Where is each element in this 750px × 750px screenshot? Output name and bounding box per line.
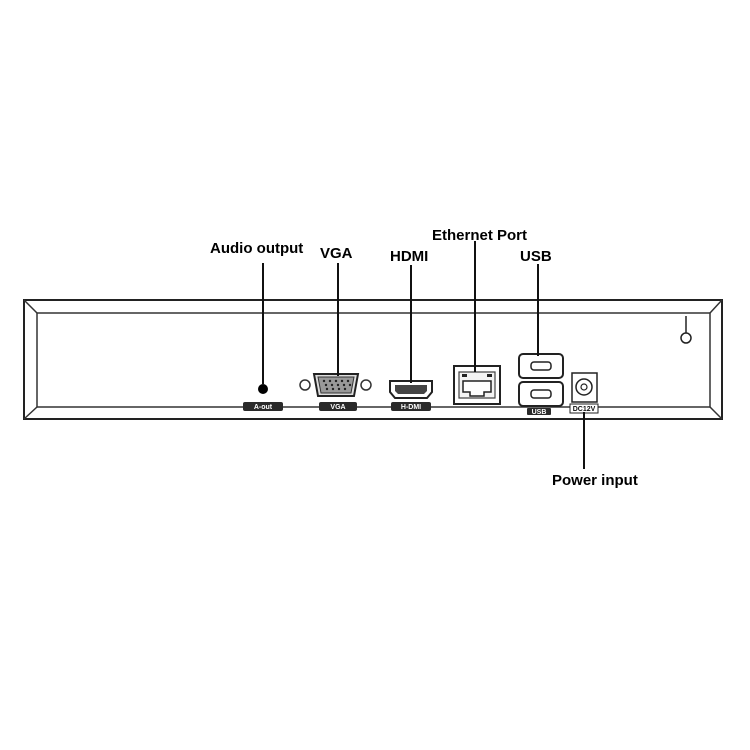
callout-hdmi: HDMI — [390, 248, 428, 265]
device-body — [23, 299, 723, 420]
hdmi-port: H-DMI — [389, 380, 433, 411]
ethernet-port — [453, 365, 501, 405]
usb-ports: USB — [518, 353, 564, 416]
callout-vga: VGA — [320, 245, 353, 262]
dc-power-port: DC12V — [569, 372, 599, 414]
hdmi-panel-label: H-DMI — [401, 404, 421, 411]
usb-panel-label: USB — [532, 409, 547, 416]
audio-out-port: A-out — [243, 384, 283, 411]
callout-usb: USB — [520, 248, 552, 265]
callout-power-input: Power input — [552, 472, 638, 489]
vga-port: VGA — [299, 373, 372, 411]
a-out-label: A-out — [254, 404, 273, 411]
dc-panel-label: DC12V — [573, 406, 596, 413]
ground-screw-icon — [680, 316, 692, 344]
leader-lines — [262, 241, 585, 469]
callout-audio-output: Audio output — [210, 240, 303, 257]
vga-panel-label: VGA — [330, 404, 345, 411]
callout-ethernet-port: Ethernet Port — [432, 227, 527, 244]
